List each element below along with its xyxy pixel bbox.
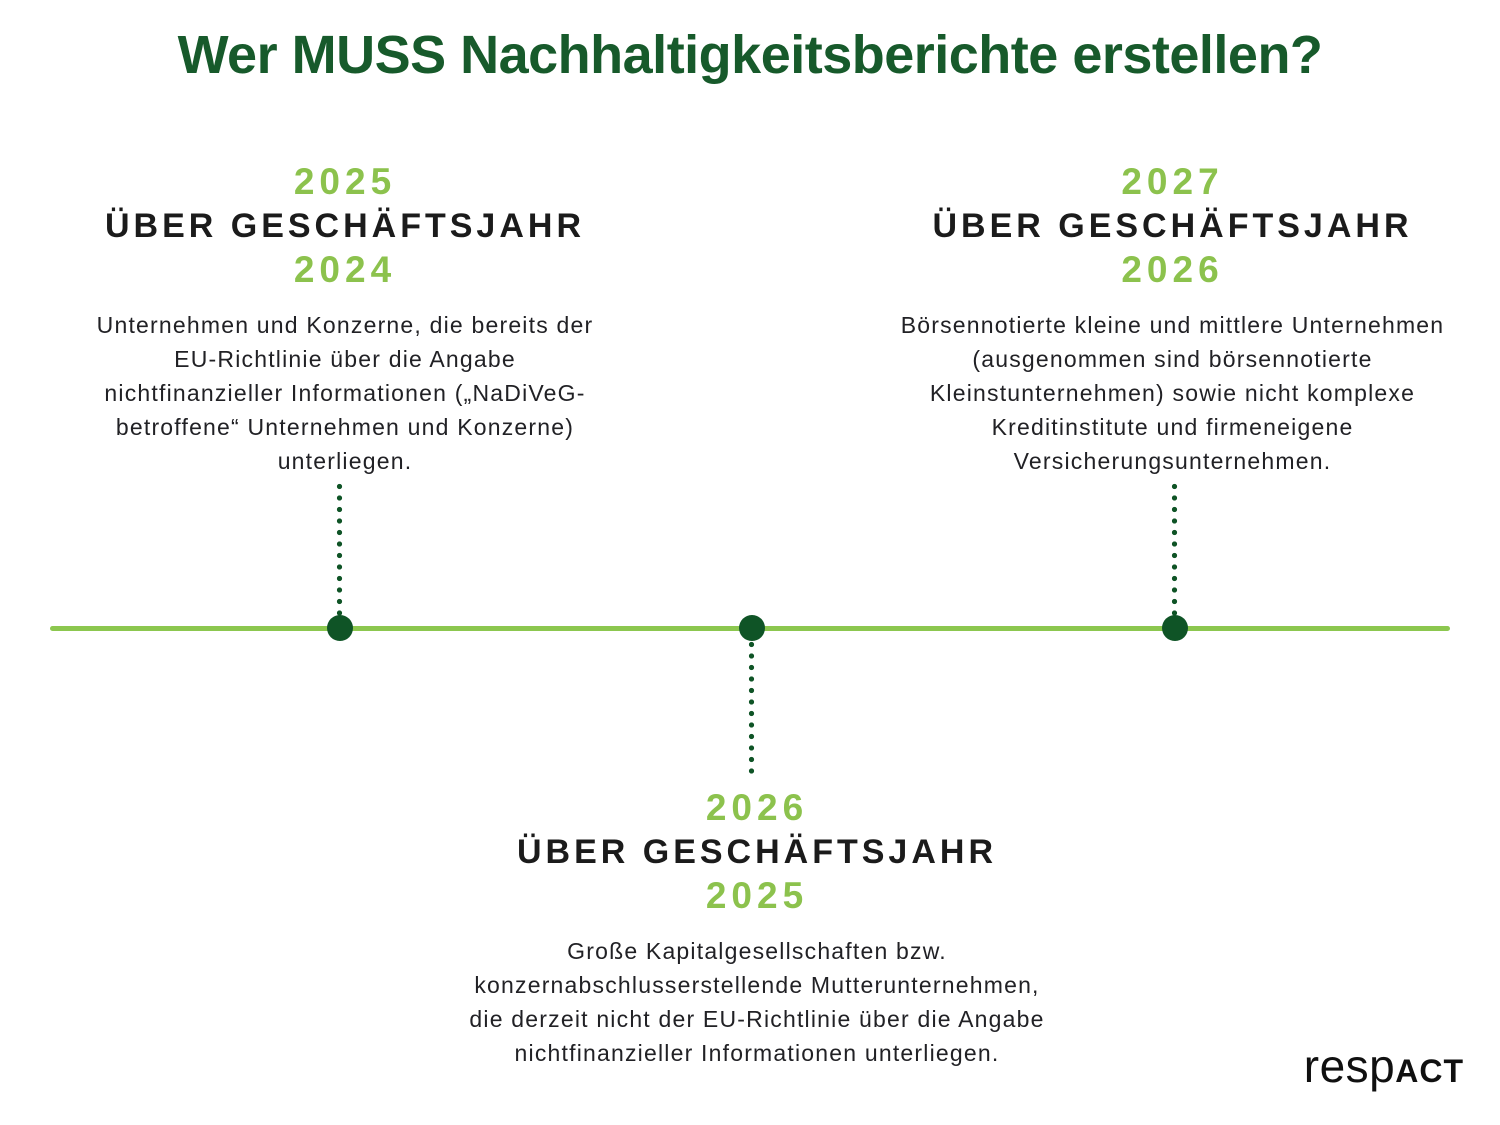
milestone-description: Börsennotierte kleine und mittlere Unter… bbox=[900, 312, 1445, 474]
fiscal-year: 2025 bbox=[705, 875, 809, 916]
report-year: 2025 bbox=[293, 161, 397, 202]
report-year: 2027 bbox=[1121, 161, 1224, 202]
milestone-2026: 2026 ÜBER GESCHÄFTSJAHR 2025 Große Kapit… bbox=[458, 786, 1056, 1070]
timeline-dot-center bbox=[739, 615, 765, 641]
dotted-connector-right bbox=[1171, 483, 1178, 616]
logo-text-resp: resp bbox=[1303, 1040, 1396, 1092]
fiscal-year-label: ÜBER GESCHÄFTSJAHR bbox=[104, 207, 586, 245]
dotted-connector-left bbox=[336, 483, 343, 616]
page-title: Wer MUSS Nachhaltigkeitsberichte erstell… bbox=[177, 25, 1323, 85]
respact-logo: respACT bbox=[1304, 1039, 1464, 1093]
milestone-description: Unternehmen und Konzerne, die bereits de… bbox=[96, 312, 594, 474]
milestone-2027: 2027 ÜBER GESCHÄFTSJAHR 2026 Börsennotie… bbox=[900, 160, 1445, 478]
logo-text-act: ACT bbox=[1395, 1053, 1464, 1089]
fiscal-year-label: ÜBER GESCHÄFTSJAHR bbox=[516, 833, 998, 871]
milestone-2025: 2025 ÜBER GESCHÄFTSJAHR 2024 Unternehmen… bbox=[85, 160, 605, 478]
fiscal-year: 2026 bbox=[1121, 249, 1224, 290]
fiscal-year: 2024 bbox=[293, 249, 397, 290]
report-year: 2026 bbox=[705, 787, 809, 828]
timeline-dot-right bbox=[1162, 615, 1188, 641]
timeline-dot-left bbox=[327, 615, 353, 641]
milestone-description: Große Kapitalgesellschaften bzw. konzern… bbox=[469, 938, 1045, 1066]
dotted-connector-center bbox=[748, 641, 755, 774]
fiscal-year-label: ÜBER GESCHÄFTSJAHR bbox=[932, 207, 1413, 245]
